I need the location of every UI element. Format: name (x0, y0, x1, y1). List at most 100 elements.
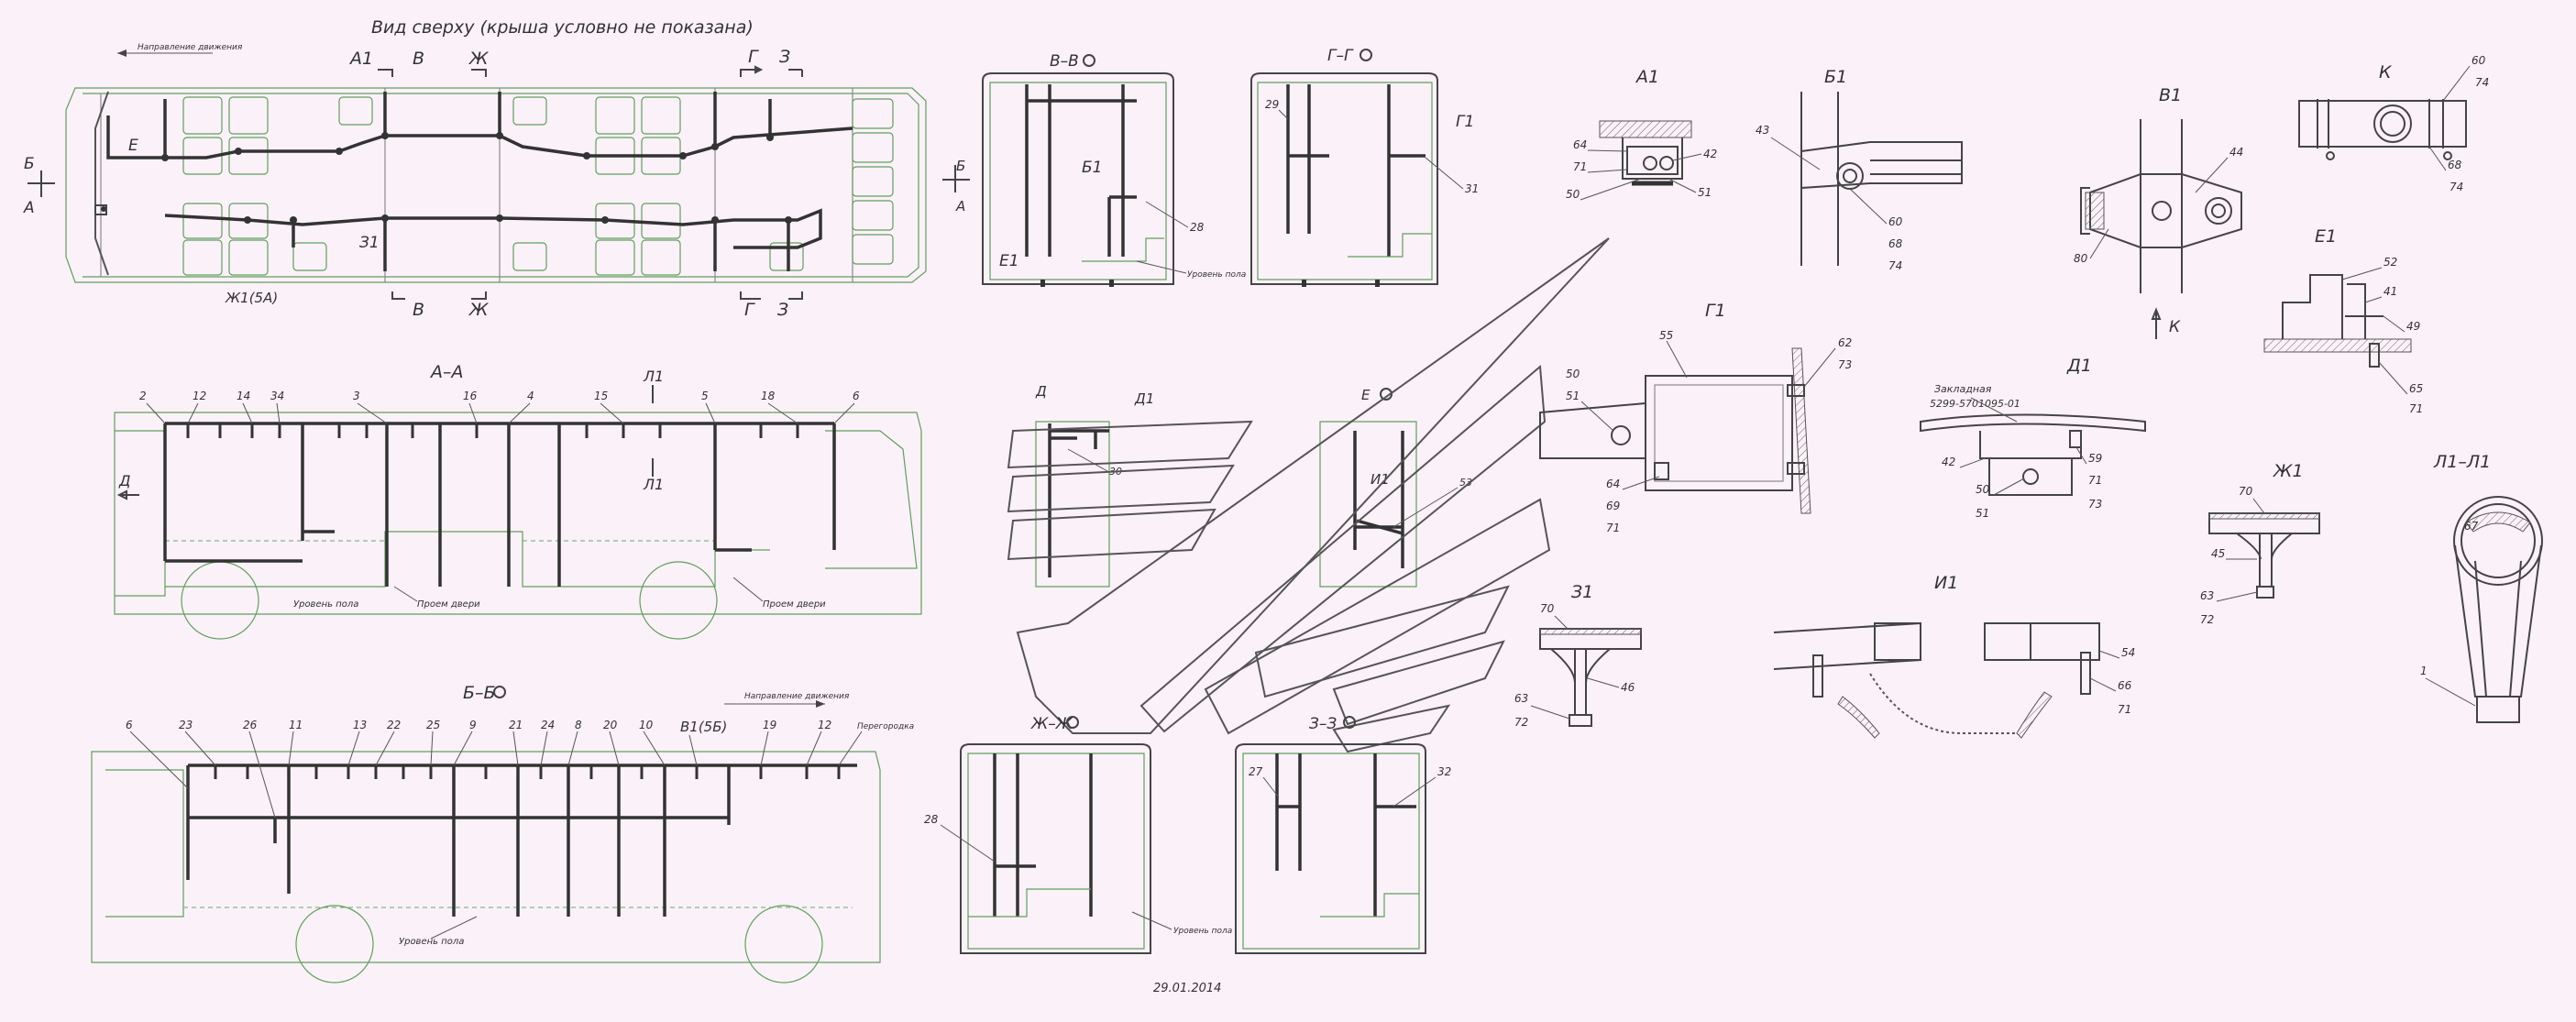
section-gg-outline (1250, 72, 1438, 285)
detail-e1-title: Е1 (2315, 226, 2337, 247)
e1-c71: 71 (2409, 402, 2423, 415)
mark-zh1: Ж1(5А) (225, 290, 278, 306)
i1-c71: 71 (2118, 703, 2131, 716)
d1-c59: 59 (2088, 452, 2102, 465)
section-zhzh: Ж–Ж 28 Уровень пола (924, 715, 1232, 954)
top-view-title: Вид сверху (крыша условно не показана) (371, 17, 754, 38)
d1-c51: 51 (1976, 507, 1989, 520)
zz-callout-32: 32 (1437, 765, 1451, 778)
direction-label: Направление движения (138, 43, 243, 52)
z1-c63: 63 (1514, 692, 1528, 705)
e-mark-i1: И1 (1371, 471, 1390, 488)
mark-l1-bottom: Л1 (643, 476, 664, 493)
zhzh-callout-28: 28 (924, 813, 939, 826)
callout-bb-v1: В1(5Б) (680, 719, 727, 735)
floor-level-bb: Уровень пола (399, 937, 464, 947)
z1-c72: 72 (1514, 716, 1528, 729)
mark-z-top: З (779, 47, 790, 67)
gg-mark-g1: Г1 (1456, 113, 1474, 131)
vv-callout-28: 28 (1190, 221, 1205, 234)
door-opening-2: Проем двери (763, 599, 826, 610)
b1-c68: 68 (1888, 237, 1903, 250)
callout-aa-12: 12 (193, 390, 206, 402)
vv-mark-b1: Б1 (1082, 159, 1102, 177)
e1-c52: 52 (2383, 256, 2397, 269)
section-zhzh-title: Ж–Ж (1030, 715, 1073, 733)
g1-c64: 64 (1606, 478, 1620, 490)
callout-bb-13: 13 (353, 719, 367, 731)
detail-i1: И1 54 66 71 (1773, 573, 2135, 739)
handrail-line-lower (164, 208, 822, 271)
callout-bb-partition: Перегородка (857, 722, 914, 731)
detail-leader-polygons (1007, 237, 1610, 753)
callout-bb-6: 6 (126, 719, 133, 731)
k-c68: 68 (2448, 159, 2462, 171)
section-bb: Б–Б Направление движения 6 23 26 11 13 2… (91, 683, 914, 984)
callout-bb-22: 22 (387, 719, 401, 731)
section-zz-title: З–З (1309, 715, 1337, 733)
z1-c70: 70 (1540, 602, 1555, 615)
g1-c69: 69 (1606, 500, 1620, 512)
zh1-c70: 70 (2239, 485, 2253, 498)
callout-bb-20: 20 (603, 719, 618, 731)
mark-l1-top: Л1 (643, 368, 664, 385)
callout-aa-18: 18 (761, 390, 776, 402)
d1-note1: Закладная (1934, 383, 1992, 395)
a1-c42: 42 (1703, 148, 1717, 160)
detail-g1: Г1 55 62 73 50 51 64 69 71 (1539, 301, 1852, 534)
mark-b-left: Б (24, 155, 35, 173)
e1-c65: 65 (2409, 382, 2423, 395)
mark-g-top: Г (748, 47, 759, 67)
detail-e1: Е1 52 41 49 65 71 (2263, 226, 2423, 415)
vv-b-mark: Б (956, 158, 965, 174)
zh1-c72: 72 (2200, 613, 2214, 626)
section-bb-title: Б–Б (463, 683, 496, 703)
v1-c44: 44 (2229, 146, 2243, 159)
callout-aa-15: 15 (594, 390, 608, 402)
g1-c62: 62 (1838, 336, 1852, 349)
top-view-body-outline (65, 87, 927, 283)
detail-i1-title: И1 (1934, 573, 1958, 593)
vv-floor: Уровень пола (1187, 270, 1246, 280)
mark-zh-bottom: Ж (468, 300, 490, 320)
i1-c54: 54 (2121, 646, 2135, 659)
footer-date: 29.01.2014 (1153, 982, 1221, 995)
detail-b1-title: Б1 (1824, 67, 1847, 87)
b1-c74: 74 (1888, 259, 1902, 272)
zh1-c45: 45 (2211, 547, 2225, 560)
section-aa-outline (114, 412, 922, 615)
detail-d1-title: Д1 (2066, 356, 2092, 376)
callout-aa-34: 34 (270, 390, 284, 402)
callout-bb-24: 24 (541, 719, 555, 731)
callout-aa-2: 2 (139, 390, 147, 402)
callout-bb-25: 25 (426, 719, 440, 731)
callout-aa-16: 16 (463, 390, 478, 402)
k-c74b: 74 (2449, 181, 2463, 193)
detail-l1-title: Л1–Л1 (2433, 452, 2491, 472)
mark-d: Д (118, 472, 131, 489)
section-d-d1: Д1 (1134, 390, 1154, 407)
mark-a-left: А (23, 199, 35, 217)
detail-z1-title: З1 (1571, 582, 1593, 602)
mark-zh-top: Ж (468, 49, 490, 69)
rail-nodes (101, 132, 792, 224)
callout-bb-21: 21 (509, 719, 523, 731)
detail-g1-title: Г1 (1705, 301, 1726, 321)
detail-l1: Л1–Л1 67 1 (2420, 452, 2543, 723)
callout-bb-10: 10 (639, 719, 654, 731)
e-callout-53: 53 (1459, 477, 1472, 489)
a1-c64: 64 (1573, 138, 1587, 151)
section-vv-title: В–В (1050, 52, 1079, 71)
detail-k-title: К (2379, 62, 2393, 82)
callout-bb-9: 9 (469, 719, 477, 731)
g1-c73: 73 (1838, 358, 1852, 371)
detail-z1: З1 70 46 63 72 (1514, 582, 1642, 729)
seat-group (182, 96, 894, 276)
d1-c73: 73 (2088, 498, 2102, 511)
b1-c60: 60 (1888, 215, 1903, 228)
g1-c51: 51 (1566, 390, 1580, 402)
v1-c80: 80 (2074, 252, 2088, 265)
detail-d1: Д1 Закладная 5299-5701095-01 59 71 73 42… (1920, 356, 2146, 520)
a1-c51: 51 (1698, 186, 1712, 199)
detail-k: К 60 74 68 74 (2298, 54, 2489, 193)
